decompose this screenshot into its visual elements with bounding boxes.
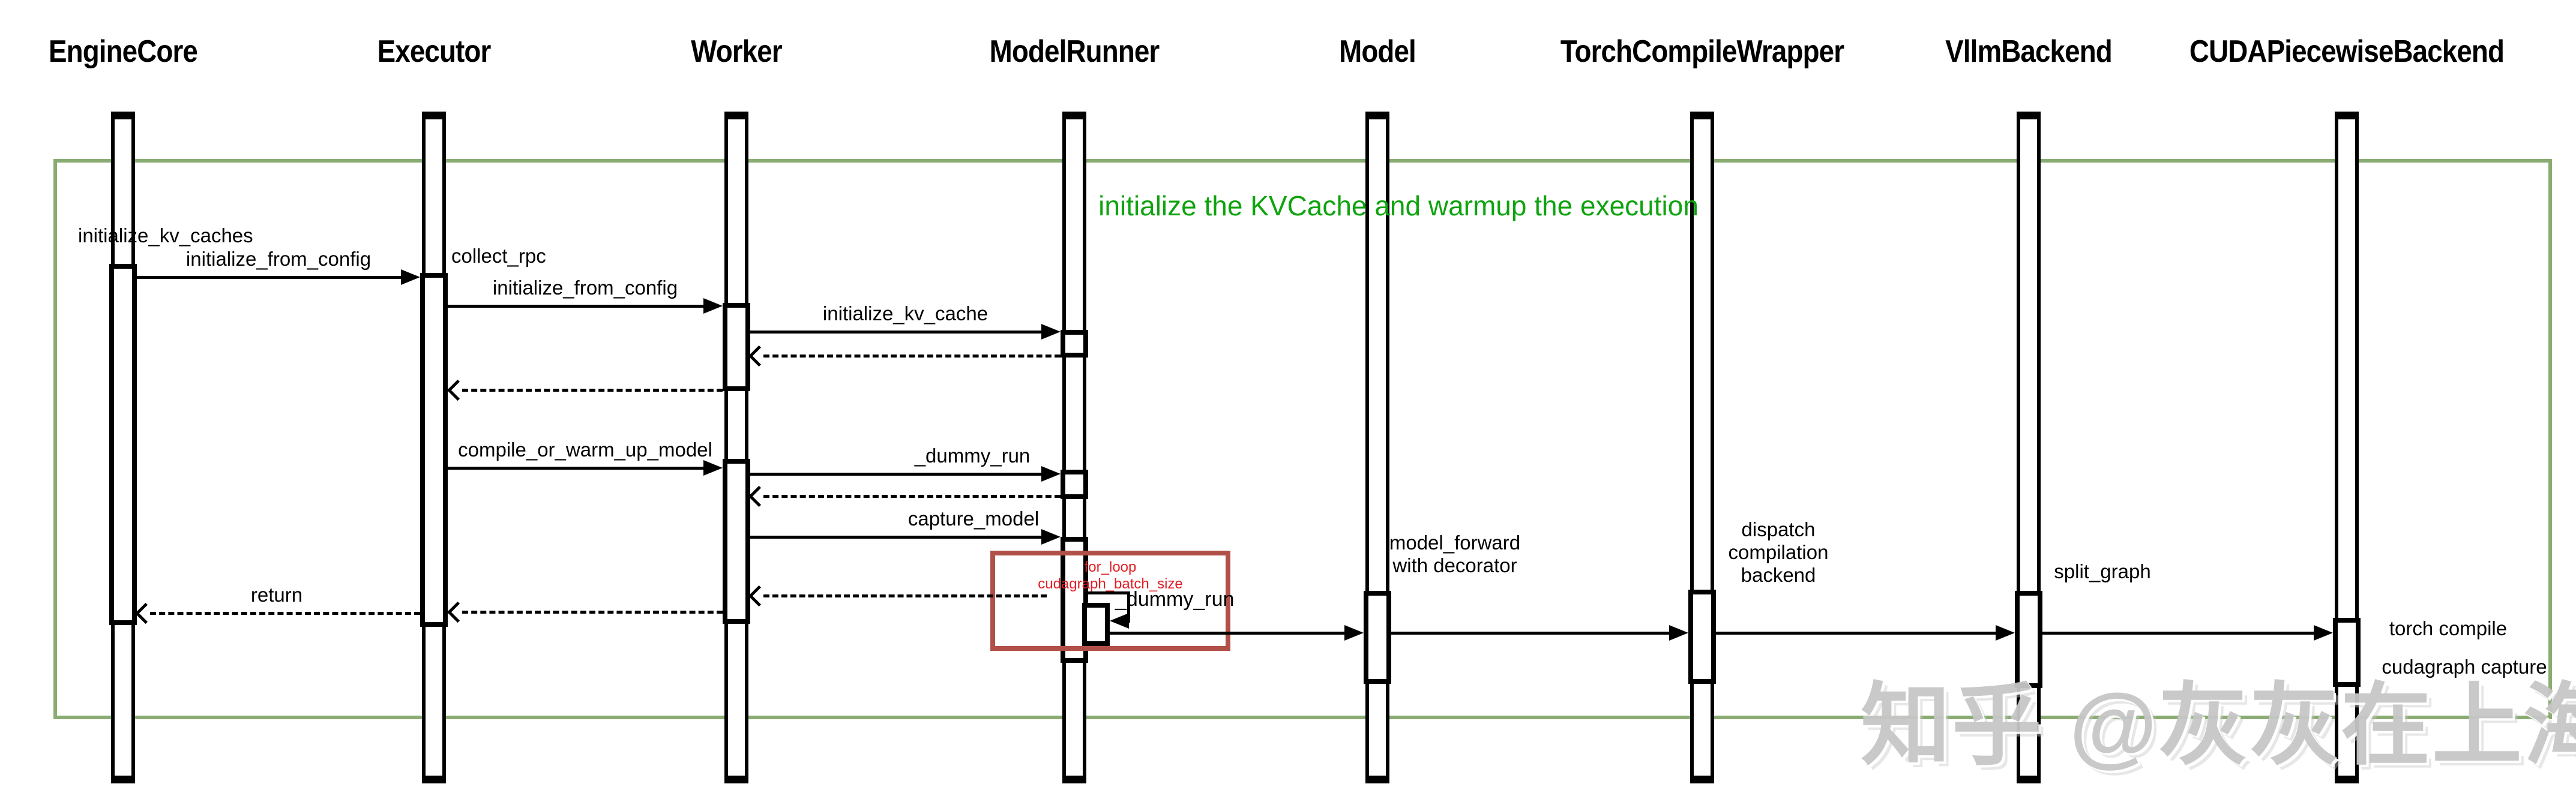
arrow-head bbox=[703, 460, 723, 476]
return-line bbox=[150, 612, 420, 615]
side-label: torch compile bbox=[2389, 617, 2508, 639]
return-line bbox=[462, 611, 723, 614]
dummy-run-self-call-label: _dummy_run bbox=[1115, 588, 1235, 611]
arrow-head bbox=[703, 298, 723, 314]
message-label: initialize_from_config bbox=[492, 277, 678, 299]
activation-bar bbox=[1688, 590, 1716, 684]
participant-cudapiecewisebackend: CUDAPiecewiseBackend bbox=[2189, 34, 2505, 69]
message-line bbox=[750, 536, 1045, 539]
arrow-head bbox=[1041, 324, 1061, 340]
lifeline-modelrunner bbox=[1062, 112, 1086, 783]
return-line bbox=[763, 495, 1061, 498]
scope-title: initialize the KVCache and warmup the ex… bbox=[1098, 190, 1699, 221]
kvcache-scope-frame bbox=[53, 159, 2552, 719]
message-line bbox=[137, 276, 405, 279]
side-label: collect_rpc bbox=[451, 245, 546, 267]
cudagraph-batch-size-label: cudagraph_batch_size bbox=[1038, 576, 1183, 592]
self-call-side bbox=[1127, 591, 1130, 622]
message-line bbox=[750, 473, 1045, 476]
message-line bbox=[1716, 632, 1999, 635]
message-line bbox=[1391, 632, 1673, 635]
message-label: initialize_kv_cache bbox=[822, 302, 989, 325]
return-line bbox=[763, 594, 1047, 597]
arrow-head bbox=[401, 269, 420, 285]
activation-bar bbox=[723, 459, 750, 624]
message-line bbox=[750, 331, 1045, 334]
message-label: return bbox=[250, 584, 303, 606]
return-line bbox=[763, 355, 1061, 358]
for-loop-label: for_loop bbox=[1084, 559, 1137, 575]
for-loop-box: for_loop cudagraph_batch_size bbox=[990, 551, 1230, 651]
return-line bbox=[462, 389, 723, 392]
activation-bar bbox=[1061, 330, 1088, 358]
participant-worker: Worker bbox=[691, 34, 782, 69]
side-label: cudagraph capture bbox=[2382, 656, 2547, 678]
participant-vllmbackend: VllmBackend bbox=[1945, 34, 2113, 69]
message-line bbox=[448, 305, 707, 308]
message-line bbox=[1110, 632, 1348, 635]
lifeline-worker bbox=[724, 112, 748, 783]
participant-modelrunner: ModelRunner bbox=[989, 34, 1160, 69]
message-line bbox=[2042, 632, 2317, 635]
arrow-head bbox=[2314, 625, 2333, 641]
self-call-top bbox=[1088, 591, 1130, 594]
self-call-arrow-head bbox=[1110, 613, 1129, 629]
message-label: _dummy_run bbox=[914, 444, 1031, 467]
message-label: compile_or_warm_up_model bbox=[458, 438, 712, 461]
activation-bar bbox=[723, 303, 750, 391]
arrow-head bbox=[1344, 625, 1364, 641]
arrow-head bbox=[1041, 529, 1061, 545]
side-label: initialize_kv_caches bbox=[78, 224, 253, 247]
zhihu-watermark: 知乎 @灰灰在上海 bbox=[1861, 675, 2576, 776]
activation-bar bbox=[1082, 603, 1110, 646]
activation-bar bbox=[109, 264, 137, 625]
arrow-head bbox=[1041, 466, 1061, 482]
side-label: split_graph bbox=[2054, 560, 2151, 582]
participant-enginecore: EngineCore bbox=[48, 34, 198, 69]
participant-model: Model bbox=[1339, 34, 1416, 69]
activation-bar bbox=[1364, 591, 1391, 684]
message-label: capture_model bbox=[907, 507, 1040, 530]
activation-bar bbox=[2333, 618, 2361, 687]
message-line bbox=[448, 467, 707, 470]
participant-torchcompilewrapper: TorchCompileWrapper bbox=[1560, 34, 1844, 69]
activation-bar bbox=[420, 273, 448, 627]
arrow-head bbox=[1996, 625, 2015, 641]
activation-bar bbox=[2015, 591, 2042, 688]
arrow-head bbox=[1669, 625, 1688, 641]
participant-executor: Executor bbox=[377, 34, 492, 69]
activation-bar bbox=[1061, 470, 1088, 499]
message-label: initialize_from_config bbox=[185, 248, 372, 270]
